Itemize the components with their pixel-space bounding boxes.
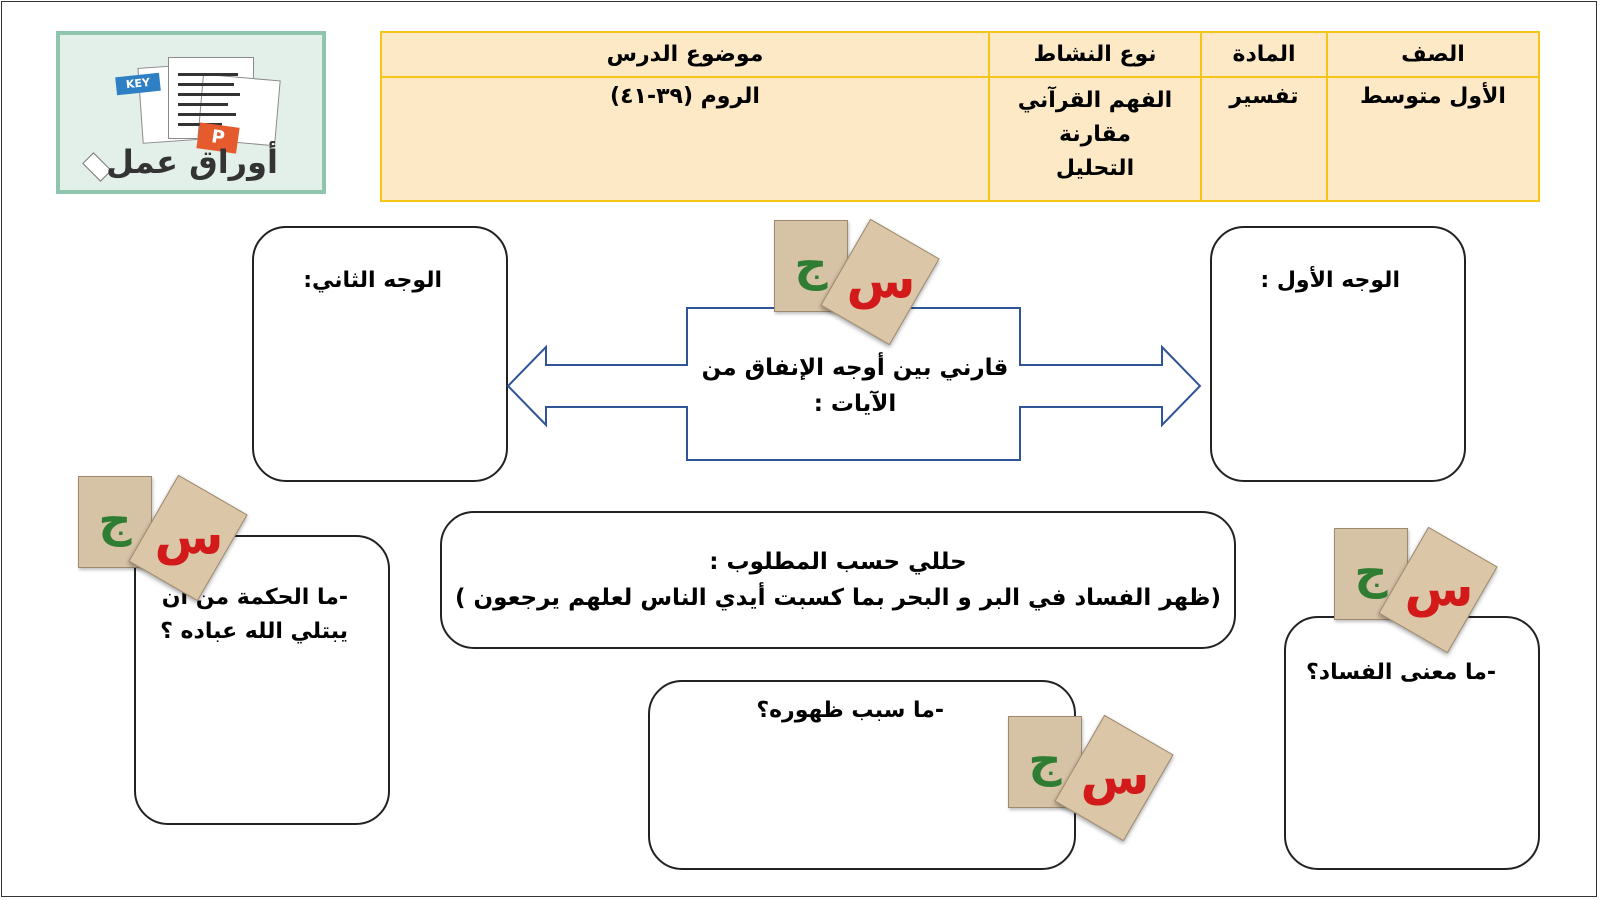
- header-subject: المادة: [1200, 31, 1328, 78]
- question-letter: س: [1404, 559, 1474, 618]
- cell-grade: الأول متوسط: [1326, 76, 1540, 202]
- cell-subject: تفسير: [1200, 76, 1328, 202]
- analyze-verse: (ظهر الفساد في البر و البحر بما كسبت أيد…: [455, 585, 1221, 611]
- first-face-box: الوجه الأول :: [1210, 226, 1466, 482]
- question-wisdom: -ما الحكمة من أن يبتلي الله عباده ؟: [160, 581, 348, 649]
- first-face-label: الوجه الأول :: [1260, 268, 1400, 293]
- compare-prompt: قارني بين أوجه الإنفاق من الآيات :: [700, 350, 1010, 422]
- second-face-label: الوجه الثاني:: [303, 268, 442, 293]
- compare-prompt-line1: قارني بين أوجه الإنفاق من: [701, 355, 1009, 381]
- answer-letter: ج: [794, 237, 828, 291]
- question-letter: س: [846, 251, 916, 310]
- analyze-box: حللي حسب المطلوب : (ظهر الفساد في البر و…: [440, 511, 1236, 649]
- double-arrow-shape: [506, 307, 1202, 461]
- answer-letter: ج: [1354, 545, 1388, 599]
- answer-letter: ج: [98, 493, 132, 547]
- logo-text: أوراق عمل: [106, 143, 278, 181]
- worksheet-logo: KEY P أوراق عمل: [56, 31, 326, 194]
- answer-letter: ج: [1028, 733, 1062, 787]
- cell-activity: الفهم القرآني مقارنة التحليل: [988, 76, 1202, 202]
- analyze-title: حللي حسب المطلوب :: [709, 549, 967, 575]
- question-cause: -ما سبب ظهوره؟: [756, 698, 944, 723]
- activity-3: التحليل: [1055, 156, 1135, 181]
- cell-topic: الروم (٣٩-٤١): [380, 76, 990, 202]
- compare-prompt-line2: الآيات :: [813, 391, 897, 417]
- question-wisdom-line2: يبتلي الله عباده ؟: [160, 619, 348, 644]
- question-letter: س: [154, 507, 224, 566]
- header-grade: الصف: [1326, 31, 1540, 78]
- second-face-box: الوجه الثاني:: [252, 226, 508, 482]
- lesson-info-table: الصف المادة نوع النشاط موضوع الدرس الأول…: [380, 31, 1540, 202]
- question-box-meaning: -ما معنى الفساد؟: [1284, 616, 1540, 870]
- activity-1: الفهم القرآني: [1017, 88, 1173, 113]
- header-topic: موضوع الدرس: [380, 31, 990, 78]
- question-letter: س: [1080, 747, 1150, 806]
- question-meaning: -ما معنى الفساد؟: [1306, 660, 1496, 685]
- activity-2: مقارنة: [1059, 122, 1131, 147]
- header-activity: نوع النشاط: [988, 31, 1202, 78]
